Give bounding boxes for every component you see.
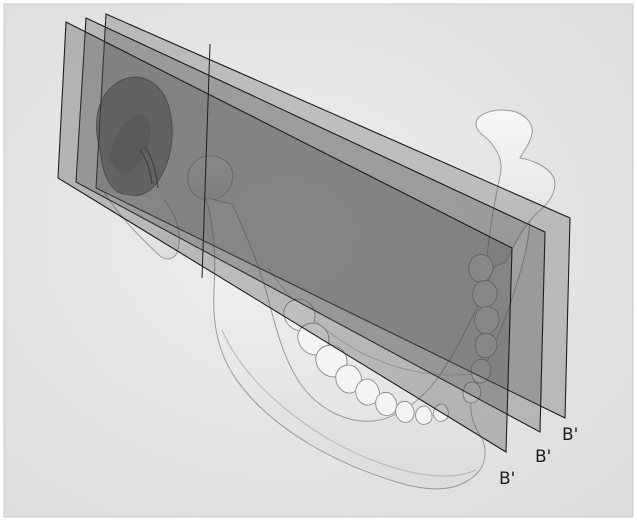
label-plane-back: B' <box>562 425 578 445</box>
label-plane-front: B' <box>499 469 515 489</box>
label-plane-middle: B' <box>535 447 551 467</box>
